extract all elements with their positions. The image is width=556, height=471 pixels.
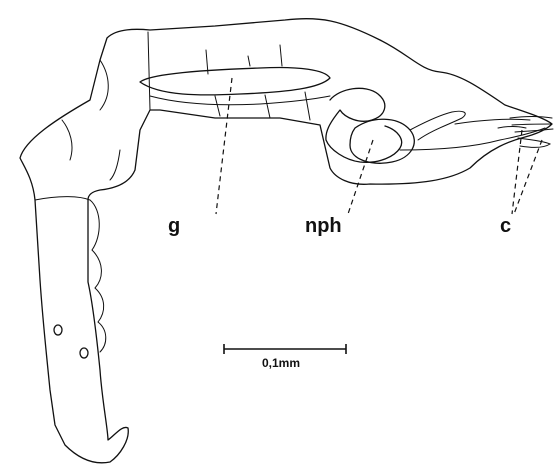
- segment-line: [35, 197, 90, 200]
- organ-fold: [215, 96, 220, 116]
- organ-fold: [305, 92, 310, 120]
- segment-line: [92, 250, 101, 288]
- leader-line-g: [216, 78, 232, 214]
- cilium: [518, 138, 550, 147]
- body-outline: [20, 19, 552, 463]
- segment-line: [100, 60, 108, 110]
- nph-duct: [455, 119, 530, 124]
- leader-line-c: [512, 130, 522, 214]
- scale-bar-label: 0,1mm: [262, 356, 300, 370]
- nph-duct: [410, 111, 465, 140]
- segment-line: [148, 32, 150, 110]
- segment-line: [95, 288, 104, 322]
- nph-organ: [326, 88, 402, 162]
- label-g: g: [168, 215, 180, 237]
- organ-fold: [248, 56, 250, 66]
- organ-fold: [265, 95, 270, 118]
- organ-fold: [280, 45, 282, 66]
- segment-line: [110, 150, 120, 180]
- segment-line: [62, 120, 72, 160]
- scale-bar: 0,1mm: [224, 344, 346, 370]
- label-c: c: [500, 215, 511, 237]
- nph-body: [350, 119, 414, 163]
- segment-line: [98, 322, 106, 352]
- pore: [80, 348, 88, 358]
- cilium: [512, 124, 552, 125]
- label-nph: nph: [305, 215, 342, 237]
- pore: [54, 325, 62, 335]
- cilium: [510, 117, 552, 119]
- leader-line-c: [514, 140, 542, 214]
- organ-fold: [150, 96, 330, 105]
- segment-line: [90, 200, 99, 250]
- cilium: [498, 127, 526, 129]
- gut-organ: [140, 67, 330, 94]
